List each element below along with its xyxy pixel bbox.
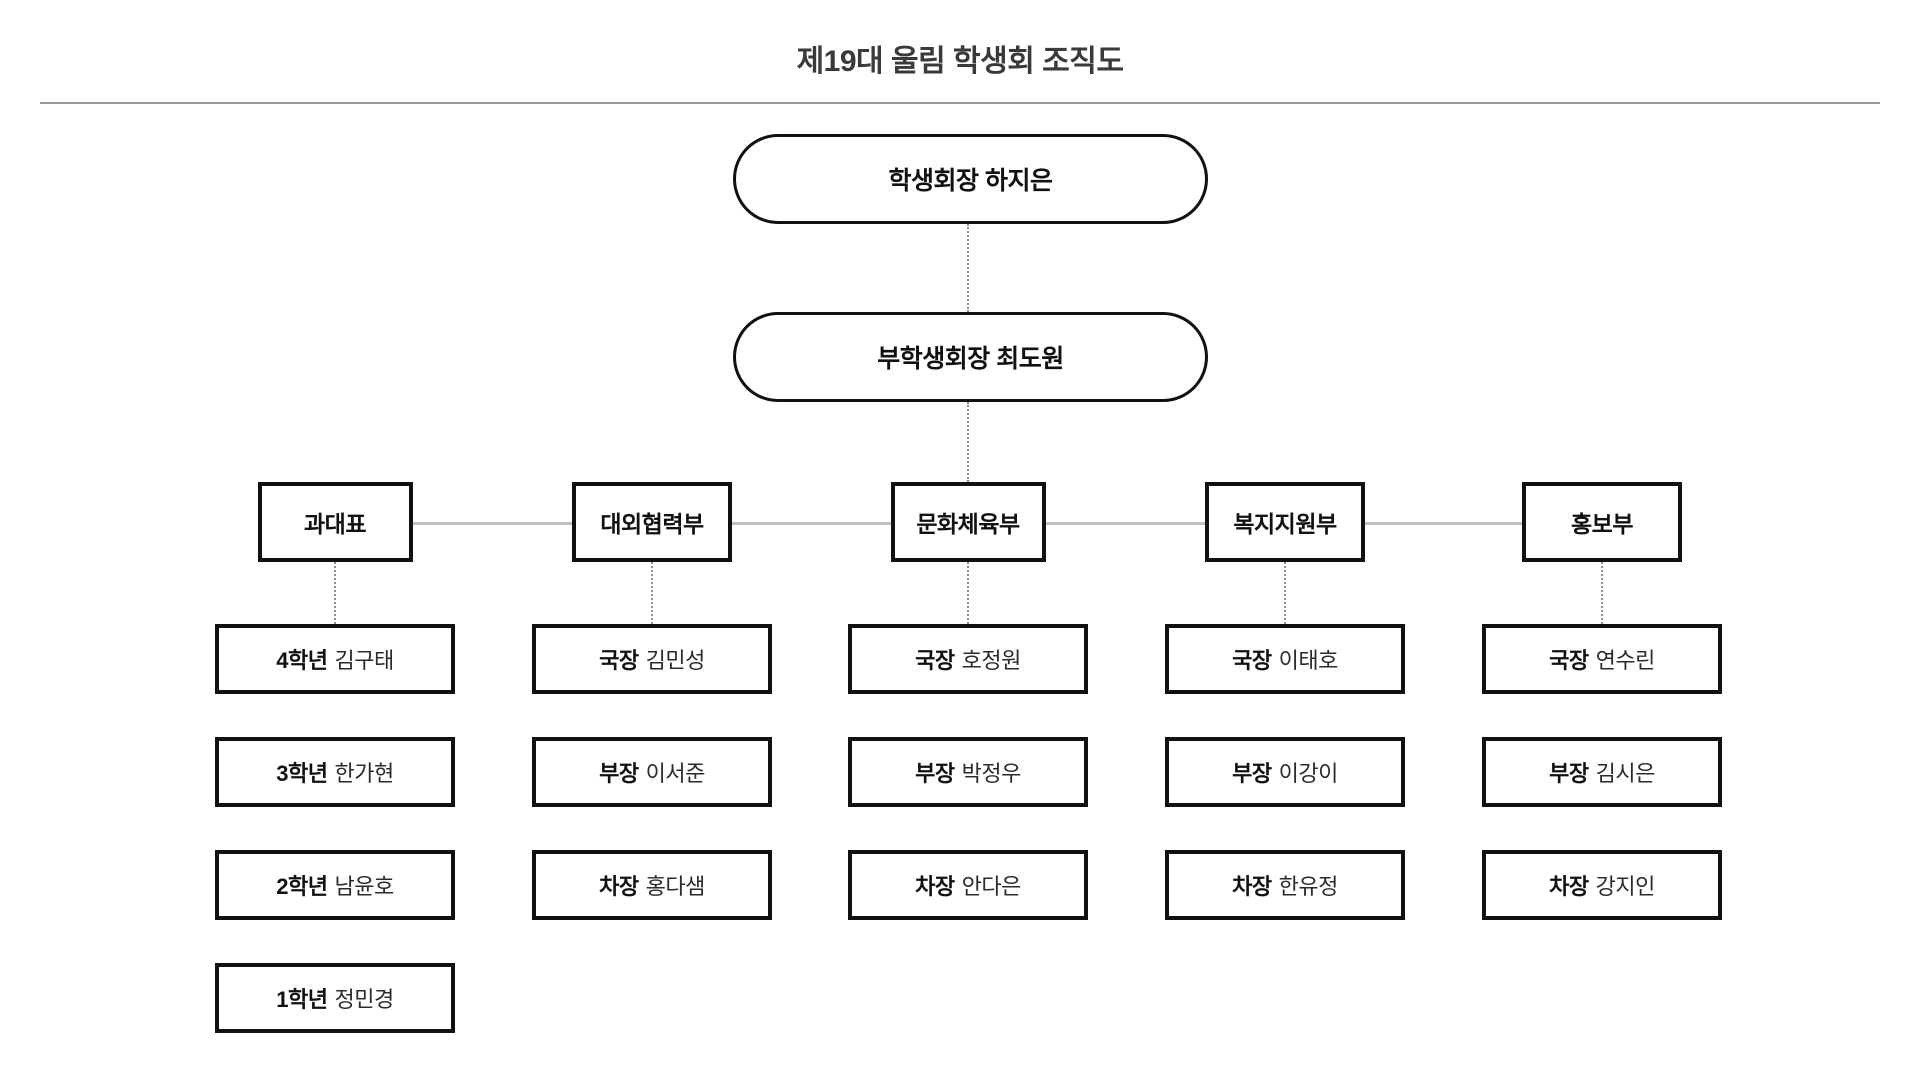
member-name: 한유정 — [1278, 874, 1339, 899]
member-role: 2학년 — [276, 874, 328, 899]
header: 제19대 울림 학생회 조직도 — [0, 0, 1920, 104]
member-role: 부장 — [599, 761, 639, 786]
member-role: 차장 — [1549, 874, 1589, 899]
department-public-relations[interactable]: 홍보부 — [1522, 482, 1682, 562]
member-role: 3학년 — [276, 761, 328, 786]
title-divider — [40, 102, 1880, 104]
department-label: 복지지원부 — [1233, 511, 1337, 537]
member-role: 4학년 — [276, 648, 328, 673]
member-role: 국장 — [1549, 648, 1589, 673]
connector-department-to-members — [1284, 562, 1286, 624]
connector-department-rail — [1045, 522, 1205, 525]
connector-president-to-vice — [967, 224, 969, 312]
member-name: 안다은 — [961, 874, 1022, 899]
department-external-affairs[interactable]: 대외협력부 — [572, 482, 732, 562]
connector-department-rail — [412, 522, 572, 525]
page-title: 제19대 울림 학생회 조직도 — [796, 45, 1124, 78]
member-role: 차장 — [1232, 874, 1272, 899]
department-class-reps[interactable]: 과대표 — [257, 482, 413, 562]
connector-department-to-members — [1601, 562, 1603, 624]
connector-department-to-members — [967, 562, 969, 624]
connector-department-to-members — [334, 562, 336, 624]
node-vice-president[interactable]: 부학생회장 최도원 — [733, 312, 1208, 402]
department-label: 홍보부 — [1571, 511, 1633, 537]
member-name: 김민성 — [645, 648, 706, 673]
member-name: 정민경 — [334, 987, 394, 1012]
department-label: 대외협력부 — [600, 511, 704, 537]
member-role: 부장 — [915, 761, 955, 786]
member-name: 김구태 — [334, 648, 394, 673]
member-role: 부장 — [1232, 761, 1272, 786]
member-name: 연수린 — [1595, 648, 1656, 673]
department-label: 과대표 — [304, 511, 366, 537]
member-name: 이서준 — [645, 761, 706, 786]
member-role: 국장 — [1232, 648, 1272, 673]
member-role: 차장 — [599, 874, 639, 899]
member-name: 이강이 — [1278, 761, 1339, 786]
connector-department-rail — [1365, 522, 1522, 525]
department-welfare-support[interactable]: 복지지원부 — [1205, 482, 1365, 562]
member-role: 국장 — [599, 648, 639, 673]
member-name: 이태호 — [1278, 648, 1339, 673]
department-culture-sports[interactable]: 문화체육부 — [890, 482, 1046, 562]
member-role: 1학년 — [276, 987, 328, 1012]
member-name: 남윤호 — [334, 874, 394, 899]
member-name: 호정원 — [961, 648, 1022, 673]
member-name: 김시은 — [1595, 761, 1656, 786]
member-role: 국장 — [915, 648, 955, 673]
connector-department-rail — [732, 522, 891, 525]
member-name: 홍다샘 — [645, 874, 706, 899]
node-president[interactable]: 학생회장 하지은 — [733, 134, 1208, 224]
member-name: 한가현 — [334, 761, 394, 786]
member-role: 차장 — [915, 874, 955, 899]
connector-department-to-members — [651, 562, 653, 624]
member-name: 강지인 — [1595, 874, 1656, 899]
member-name: 박정우 — [961, 761, 1022, 786]
member-role: 부장 — [1549, 761, 1589, 786]
connector-vice-to-departments — [967, 402, 969, 482]
department-label: 문화체육부 — [916, 511, 1020, 537]
